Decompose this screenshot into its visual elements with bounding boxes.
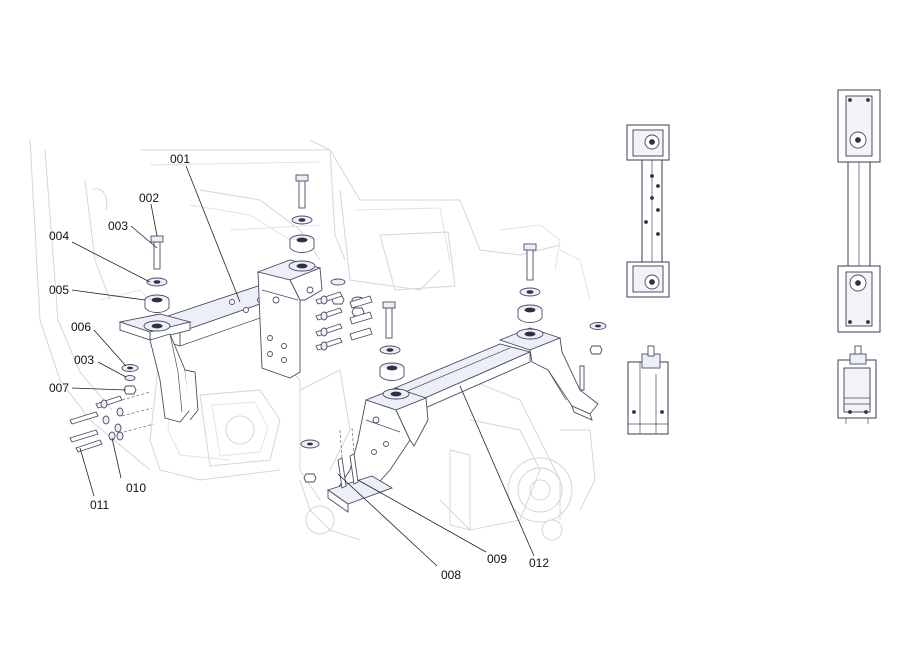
callout-008: 008	[441, 568, 461, 582]
bolt-row-left	[69, 391, 155, 453]
callout-007: 007	[49, 381, 69, 395]
bolt-upper	[298, 179, 306, 209]
bolt-row-tower	[315, 291, 373, 351]
callout-012: 012	[529, 556, 549, 570]
callout-011: 011	[90, 498, 109, 512]
callout-006: 006	[71, 320, 91, 334]
callout-010: 010	[126, 481, 146, 495]
callout-009: 009	[487, 552, 507, 566]
bolt-002	[153, 240, 161, 270]
nut-008	[303, 473, 317, 483]
top-view-long	[837, 89, 881, 333]
callout-002: 002	[139, 191, 159, 205]
leader-lines	[71, 165, 535, 567]
bolt-center	[385, 307, 393, 339]
callout-labels: 001 002 003 004 005 006 003 007 010 011 …	[49, 152, 549, 582]
side-view-short	[627, 345, 669, 435]
callout-003-bottom: 003	[74, 353, 94, 367]
callout-005: 005	[49, 283, 69, 297]
callout-004: 004	[49, 229, 69, 243]
callout-001: 001	[170, 152, 190, 166]
left-bracket-assembly	[69, 174, 373, 453]
bolt-right	[526, 249, 534, 281]
bracket-leg-left	[149, 333, 191, 423]
bracket-right-leg	[529, 337, 599, 415]
side-view-long	[837, 345, 877, 424]
top-view-short	[626, 124, 670, 298]
callout-003-top: 003	[108, 219, 128, 233]
right-bracket-assembly	[300, 243, 607, 513]
background-machine-outline	[29, 139, 596, 541]
